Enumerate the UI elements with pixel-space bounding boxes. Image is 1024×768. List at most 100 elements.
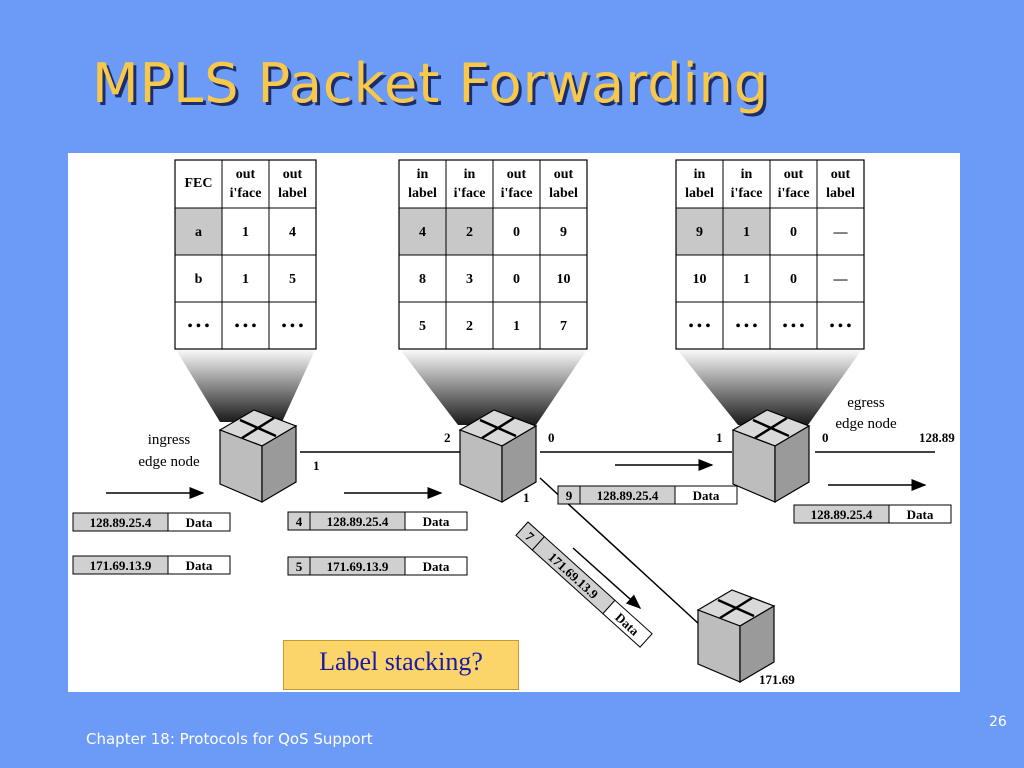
packet: 128.89.25.4 Data	[72, 512, 231, 532]
packet-field: 128.89.25.4	[811, 507, 873, 522]
iface-core-out1: 1	[523, 490, 530, 505]
table-cell: 3	[466, 272, 473, 287]
page-number: 26	[989, 714, 1007, 730]
highlight-cell	[723, 208, 770, 255]
egress-label-line2: edge node	[835, 416, 897, 432]
table-cell: • • •	[736, 319, 758, 334]
table-cell: 9	[696, 225, 703, 240]
iface-egress-out: 0	[822, 430, 829, 445]
table-cell: 8	[419, 272, 426, 287]
packet-field: 128.89.25.4	[597, 488, 659, 503]
ingress-funnel	[175, 348, 316, 422]
router-core	[458, 409, 538, 504]
table-cell: —	[833, 225, 849, 240]
table-header: out	[283, 167, 303, 182]
table-cell: 10	[693, 272, 707, 287]
table-cell: • • •	[188, 319, 210, 334]
table-header: i'face	[778, 186, 810, 201]
packet: 171.69.13.9 Data	[72, 555, 231, 575]
packet-field: Data	[186, 558, 213, 573]
ingress-label-line2: edge node	[138, 454, 200, 470]
packet-field: 9	[566, 488, 573, 503]
table-header: label	[826, 186, 855, 201]
table-header: i'face	[230, 186, 262, 201]
iface-core-in: 2	[444, 430, 451, 445]
table-cell: 0	[513, 272, 520, 287]
table-header: in	[464, 167, 476, 182]
table-header: label	[408, 186, 437, 201]
table-cell: 5	[289, 272, 296, 287]
callout-text: Label stacking?	[319, 647, 483, 676]
packet-field: Data	[423, 514, 450, 529]
packet: 128.89.25.4 Data	[793, 504, 952, 524]
egress-dest-label: 128.89	[919, 430, 955, 445]
highlight-cell	[399, 208, 446, 255]
iface-ingress-out: 1	[313, 458, 320, 473]
highlight-cell	[676, 208, 723, 255]
table-cell: 2	[466, 225, 473, 240]
table-header: in	[741, 167, 753, 182]
table-header: out	[554, 167, 574, 182]
table-cell: • • •	[282, 319, 304, 334]
table-cell: 1	[743, 272, 750, 287]
table-cell: 1	[242, 272, 249, 287]
ingress-label-line1: ingress	[148, 432, 191, 448]
router-branch	[696, 589, 776, 684]
packet-field: Data	[693, 488, 720, 503]
table-cell: 1	[513, 319, 520, 334]
table-cell: • • •	[783, 319, 805, 334]
core-funnel	[399, 348, 588, 425]
table-cell: a	[195, 225, 202, 240]
table-cell: 2	[466, 319, 473, 334]
table-cell: 5	[419, 319, 426, 334]
table-header: out	[236, 167, 256, 182]
packet-field: Data	[186, 515, 213, 530]
table-header: label	[549, 186, 578, 201]
table-cell: 9	[560, 225, 567, 240]
branch-dest-label: 171.69	[759, 672, 795, 687]
table-cell: b	[195, 272, 203, 287]
iface-core-out0: 0	[548, 430, 555, 445]
table-header: in	[694, 167, 706, 182]
table-header: i'face	[731, 186, 763, 201]
table-header: out	[507, 167, 527, 182]
table-cell: 10	[557, 272, 571, 287]
packet-field: 128.89.25.4	[90, 515, 152, 530]
highlight-cell	[446, 208, 493, 255]
footer-text: Chapter 18: Protocols for QoS Support	[86, 730, 373, 748]
table-header: label	[278, 186, 307, 201]
slide-title: MPLS Packet Forwarding	[92, 52, 770, 115]
table-cell: 4	[289, 225, 296, 240]
packet: 9 128.89.25.4 Data	[557, 485, 738, 505]
packet-field: 171.69.13.9	[90, 558, 152, 573]
packet-field: 5	[296, 559, 303, 574]
table-cell: • • •	[235, 319, 257, 334]
table-cell: 0	[790, 272, 797, 287]
egress-funnel	[676, 348, 863, 425]
table-cell: 1	[743, 225, 750, 240]
packet-field: 171.69.13.9	[327, 559, 389, 574]
table-header: out	[784, 167, 804, 182]
packet-field: Data	[423, 559, 450, 574]
table-cell: 1	[242, 225, 249, 240]
iface-egress-in: 1	[716, 430, 723, 445]
callout-box	[283, 640, 519, 690]
table-cell: • • •	[830, 319, 852, 334]
table-header: i'face	[501, 186, 533, 201]
table-header: FEC	[185, 176, 213, 191]
table-cell: 7	[560, 319, 567, 334]
table-header: label	[685, 186, 714, 201]
highlight-cell	[175, 208, 222, 255]
table-header: out	[831, 167, 851, 182]
arrow-branch	[572, 547, 642, 610]
table-cell: 4	[419, 225, 426, 240]
table-header: i'face	[454, 186, 486, 201]
egress-label-line1: egress	[847, 395, 885, 411]
packet-field: 128.89.25.4	[327, 514, 389, 529]
router-egress	[731, 409, 811, 504]
packet-field: Data	[907, 507, 934, 522]
